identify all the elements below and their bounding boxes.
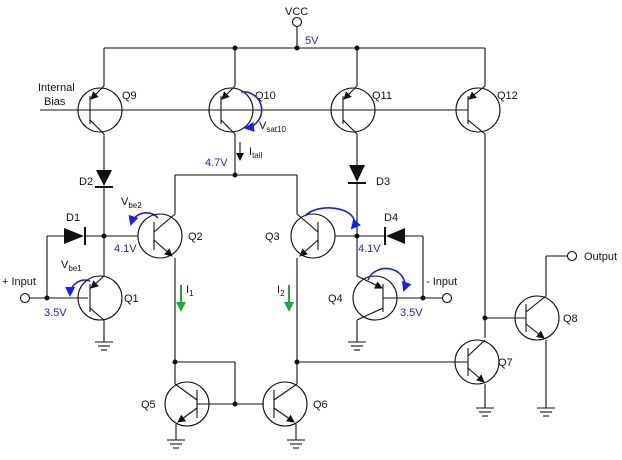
- q11-label: Q11: [372, 90, 392, 102]
- vcc-terminal: VCC 5V: [285, 6, 319, 48]
- ground-q8: [537, 407, 555, 417]
- vcc-voltage-label: 5V: [305, 35, 319, 47]
- d4-label: D4: [384, 212, 398, 224]
- d2-label: D2: [79, 176, 93, 188]
- transistor-q11: Q11: [330, 48, 392, 135]
- plus-input-voltage: 3.5V: [44, 307, 67, 319]
- plus-input-label: + Input: [2, 276, 36, 288]
- vcc-label: VCC: [285, 6, 308, 18]
- vbe1-arrow: [65, 279, 91, 297]
- internal-bias-label-1: Internal: [38, 82, 75, 94]
- q7-label: Q7: [498, 357, 513, 369]
- diode-d3: D3: [348, 165, 390, 188]
- diode-d1: D1: [64, 212, 86, 245]
- output-terminal: Output: [566, 250, 617, 263]
- q4-label: Q4: [328, 293, 343, 305]
- transistor-q5: Q5: [141, 362, 210, 440]
- q8-label: Q8: [563, 313, 578, 325]
- transistor-q8: Q8: [514, 295, 578, 408]
- ground-q7: [476, 407, 494, 417]
- minus-input-voltage: 3.5V: [400, 307, 423, 319]
- diode-d2: D2: [79, 170, 113, 188]
- output-label: Output: [584, 251, 617, 263]
- diode-d4: D4: [384, 212, 405, 245]
- ground-q1: [95, 341, 113, 351]
- transistor-q7: Q7: [454, 339, 513, 408]
- ground-q6: [287, 439, 305, 449]
- transistor-q2: Q2: [137, 175, 203, 362]
- transistor-q9: Q9: [77, 48, 137, 135]
- transistor-q12: Q12: [455, 48, 518, 135]
- i1-label: I1: [186, 284, 194, 298]
- minus-input-label: - Input: [426, 276, 457, 288]
- q2-emitter-voltage: 4.1V: [114, 243, 137, 255]
- q3-label: Q3: [265, 231, 280, 243]
- vbe4-arrow: [367, 267, 412, 292]
- transistor-q6: Q6: [262, 362, 328, 440]
- ground-q4: [348, 341, 366, 351]
- q3-emitter-voltage: 4.1V: [358, 243, 381, 255]
- internal-bias-label-2: Bias: [44, 96, 66, 108]
- i2-label: I2: [277, 284, 285, 298]
- transistor-q1: Q1: [77, 236, 139, 342]
- vsat10-arrow: [240, 91, 263, 132]
- d1-label: D1: [66, 212, 80, 224]
- vbe3-arrow: [304, 207, 361, 230]
- tail-node-voltage: 4.7V: [205, 157, 228, 169]
- transistor-q3: Q3: [265, 175, 336, 362]
- transistor-q4: Q4: [328, 236, 398, 342]
- ground-q5: [167, 439, 185, 449]
- vbe2-arrow: [128, 212, 159, 226]
- q9-label: Q9: [122, 90, 137, 102]
- q2-label: Q2: [188, 231, 203, 243]
- minus-input-terminal: - Input: [426, 276, 457, 304]
- q1-label: Q1: [124, 293, 139, 305]
- q6-label: Q6: [313, 399, 328, 411]
- q12-label: Q12: [497, 90, 518, 102]
- vsat10-label: Vsat10: [259, 120, 286, 134]
- q10-label: Q10: [255, 90, 276, 102]
- itail-label: Itail: [249, 146, 263, 160]
- vbe2-label: Vbe2: [121, 196, 142, 210]
- vbe1-label: Vbe1: [61, 259, 82, 273]
- d3-label: D3: [376, 176, 390, 188]
- q5-label: Q5: [141, 399, 156, 411]
- plus-input-terminal: + Input: [2, 276, 36, 304]
